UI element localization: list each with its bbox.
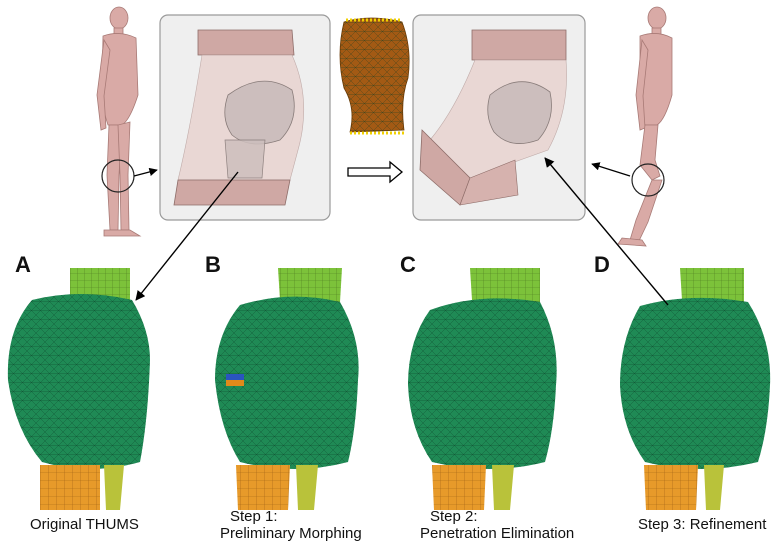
panel-a-mesh	[7, 268, 150, 510]
caption-c-line-1: Step 2:	[430, 508, 478, 525]
arrow-panel-d-to-box	[544, 157, 669, 306]
hollow-right-arrow	[347, 160, 404, 184]
arrow-right-to-box	[591, 162, 631, 177]
caption-a-line-1: Original THUMS	[30, 516, 139, 533]
caption-b: Step 1: Preliminary Morphing	[220, 508, 362, 542]
caption-b-line-1: Step 1:	[230, 508, 278, 525]
arrow-left-to-box	[133, 167, 158, 177]
caption-c: Step 2: Penetration Elimination	[420, 508, 574, 542]
panel-letter-c: C	[400, 252, 416, 277]
human-model-standing	[96, 6, 142, 237]
panel-letter-d: D	[594, 252, 610, 277]
caption-a: Original THUMS	[30, 516, 139, 533]
panel-letter-b: B	[205, 252, 221, 277]
knee-mesh-bone	[339, 17, 410, 135]
caption-c-line-2: Penetration Elimination	[420, 525, 575, 542]
knee-highlight-circle-right	[631, 163, 665, 197]
panel-letter-a: A	[15, 252, 31, 277]
panel-b-mesh	[215, 268, 359, 510]
knee-box-morphed	[412, 14, 586, 221]
caption-d: Step 3: Refinement	[638, 516, 766, 533]
arrow-box-to-panel-a	[135, 171, 239, 301]
caption-b-line-2: Preliminary Morphing	[220, 525, 362, 542]
knee-box-original	[159, 14, 331, 221]
panel-d-mesh	[620, 268, 771, 510]
panel-c-mesh	[408, 268, 557, 510]
caption-d-line-1: Step 3: Refinement	[638, 516, 767, 533]
human-model-bent-knee	[617, 6, 673, 247]
